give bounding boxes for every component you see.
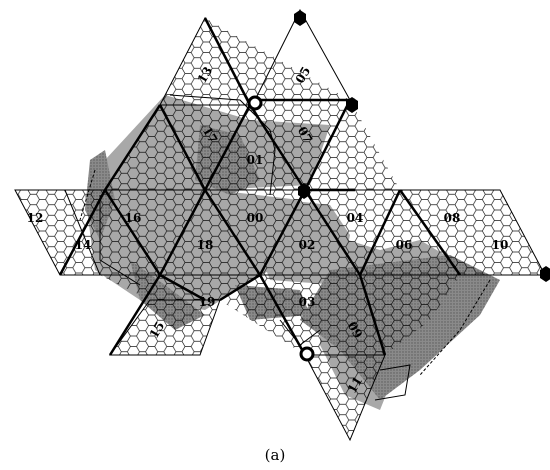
face-label-12: 12 [27, 211, 44, 225]
figure-caption: (a) [0, 446, 550, 464]
face-label-01: 01 [247, 153, 264, 167]
face-label-14: 14 [75, 238, 92, 252]
face-label-08: 08 [444, 211, 461, 225]
face-label-04: 04 [347, 211, 364, 225]
ring-marker [249, 97, 261, 109]
face-label-03: 03 [299, 295, 316, 309]
face-label-06: 06 [396, 238, 413, 252]
face-label-18: 18 [197, 238, 214, 252]
ring-marker [301, 348, 313, 360]
face-label-10: 10 [492, 238, 509, 252]
face-label-00: 00 [247, 211, 264, 225]
hex-grid-overlay [15, 18, 545, 440]
face-label-02: 02 [299, 238, 316, 252]
face-label-16: 16 [125, 211, 142, 225]
face-label-19: 19 [199, 295, 216, 309]
